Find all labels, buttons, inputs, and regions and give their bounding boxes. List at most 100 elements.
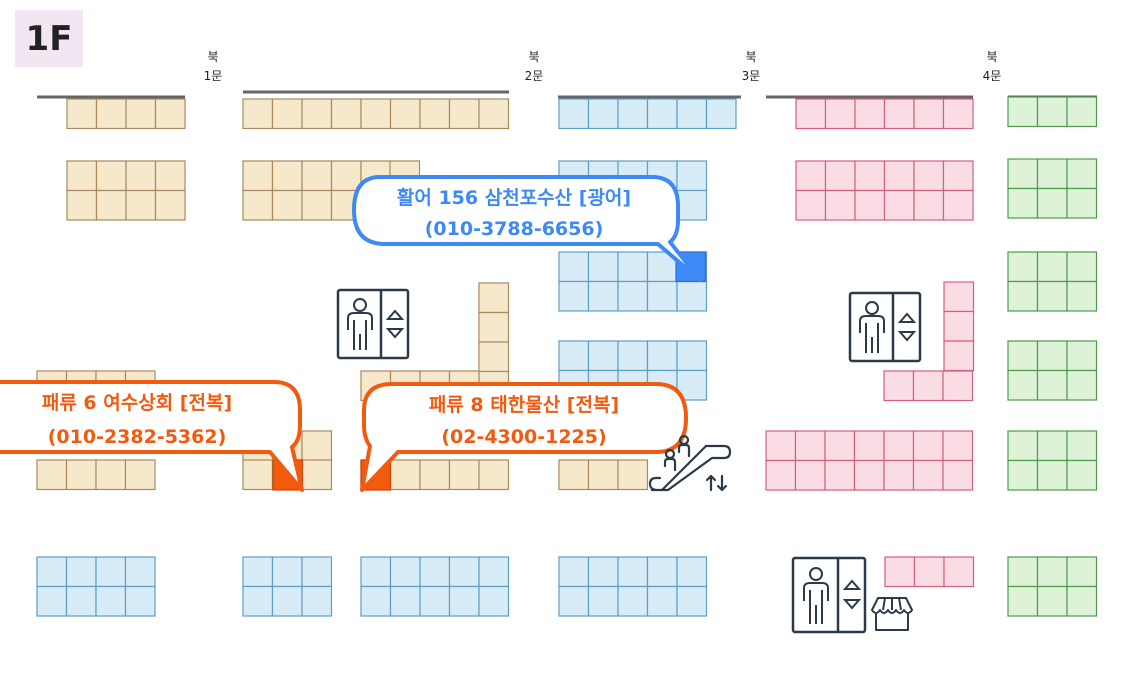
market-stall[interactable]: [1036, 251, 1068, 283]
market-stall[interactable]: [1066, 585, 1098, 617]
market-stall[interactable]: [617, 556, 649, 588]
market-stall[interactable]: [587, 556, 619, 588]
market-stall[interactable]: [943, 310, 975, 342]
market-stall[interactable]: [242, 98, 274, 130]
market-stall[interactable]: [125, 189, 157, 221]
market-stall[interactable]: [676, 556, 708, 588]
market-stall[interactable]: [1007, 430, 1039, 462]
market-stall[interactable]: [558, 459, 590, 491]
market-stall[interactable]: [478, 341, 510, 373]
market-stall[interactable]: [389, 459, 421, 491]
market-stall[interactable]: [853, 430, 885, 462]
market-stall[interactable]: [419, 585, 451, 617]
market-stall[interactable]: [301, 189, 333, 221]
market-stall[interactable]: [824, 459, 856, 491]
market-stall[interactable]: [301, 556, 333, 588]
market-stall[interactable]: [883, 459, 915, 491]
market-stall[interactable]: [558, 251, 590, 283]
market-stall[interactable]: [1007, 459, 1039, 491]
market-stall[interactable]: [95, 98, 127, 130]
market-stall[interactable]: [1066, 251, 1098, 283]
market-stall[interactable]: [942, 459, 974, 491]
market-stall[interactable]: [124, 585, 156, 617]
market-stall[interactable]: [124, 556, 156, 588]
market-stall[interactable]: [1007, 280, 1039, 312]
market-stall[interactable]: [676, 280, 708, 312]
market-stall[interactable]: [301, 459, 333, 491]
market-stall[interactable]: [125, 98, 157, 130]
market-stall[interactable]: [1066, 556, 1098, 588]
market-stall[interactable]: [154, 189, 186, 221]
market-stall[interactable]: [1036, 340, 1068, 372]
market-stall[interactable]: [389, 556, 421, 588]
market-stall[interactable]: [1007, 251, 1039, 283]
market-stall[interactable]: [360, 98, 392, 130]
market-stall[interactable]: [271, 98, 303, 130]
market-stall[interactable]: [419, 556, 451, 588]
market-stall[interactable]: [853, 459, 885, 491]
market-stall[interactable]: [794, 459, 826, 491]
market-stall[interactable]: [824, 430, 856, 462]
market-stall[interactable]: [1036, 369, 1068, 401]
market-stall[interactable]: [360, 556, 392, 588]
market-stall[interactable]: [824, 189, 856, 221]
market-stall[interactable]: [558, 556, 590, 588]
market-stall[interactable]: [646, 98, 678, 130]
market-stall[interactable]: [36, 585, 68, 617]
market-stall[interactable]: [419, 459, 451, 491]
market-stall[interactable]: [795, 98, 827, 130]
market-stall[interactable]: [65, 459, 97, 491]
market-stall[interactable]: [66, 160, 98, 192]
market-stall[interactable]: [942, 189, 974, 221]
market-stall[interactable]: [558, 585, 590, 617]
market-stall[interactable]: [301, 430, 333, 462]
market-stall[interactable]: [1007, 585, 1039, 617]
market-stall[interactable]: [478, 459, 510, 491]
market-stall[interactable]: [242, 189, 274, 221]
market-stall[interactable]: [1066, 280, 1098, 312]
market-stall[interactable]: [478, 311, 510, 343]
market-stall[interactable]: [883, 160, 915, 192]
market-stall[interactable]: [1036, 158, 1068, 190]
market-stall[interactable]: [913, 160, 945, 192]
highlighted-stall[interactable]: [675, 251, 707, 283]
market-stall[interactable]: [883, 189, 915, 221]
market-stall[interactable]: [124, 459, 156, 491]
market-stall[interactable]: [676, 189, 708, 221]
market-stall[interactable]: [448, 459, 480, 491]
market-stall[interactable]: [883, 370, 915, 402]
market-stall[interactable]: [478, 585, 510, 617]
market-stall[interactable]: [65, 585, 97, 617]
market-stall[interactable]: [1036, 459, 1068, 491]
market-stall[interactable]: [1066, 187, 1098, 219]
market-stall[interactable]: [478, 556, 510, 588]
market-stall[interactable]: [1007, 340, 1039, 372]
market-stall[interactable]: [154, 98, 186, 130]
market-stall[interactable]: [95, 189, 127, 221]
market-stall[interactable]: [1007, 96, 1039, 128]
market-stall[interactable]: [617, 340, 649, 372]
market-stall[interactable]: [912, 430, 944, 462]
market-stall[interactable]: [617, 280, 649, 312]
market-stall[interactable]: [676, 340, 708, 372]
market-stall[interactable]: [1036, 556, 1068, 588]
market-stall[interactable]: [676, 160, 708, 192]
market-stall[interactable]: [125, 160, 157, 192]
market-stall[interactable]: [942, 98, 974, 130]
callout-taehan[interactable]: 패류 8 태한물산 [전복] (02-4300-1225): [360, 382, 688, 492]
market-stall[interactable]: [587, 98, 619, 130]
market-stall[interactable]: [705, 98, 737, 130]
market-stall[interactable]: [854, 98, 886, 130]
market-stall[interactable]: [301, 585, 333, 617]
market-stall[interactable]: [478, 98, 510, 130]
market-stall[interactable]: [587, 280, 619, 312]
market-stall[interactable]: [419, 98, 451, 130]
market-stall[interactable]: [448, 585, 480, 617]
market-stall[interactable]: [1036, 187, 1068, 219]
market-stall[interactable]: [617, 585, 649, 617]
market-stall[interactable]: [1007, 369, 1039, 401]
market-stall[interactable]: [65, 556, 97, 588]
market-stall[interactable]: [360, 585, 392, 617]
market-stall[interactable]: [646, 340, 678, 372]
market-stall[interactable]: [676, 585, 708, 617]
